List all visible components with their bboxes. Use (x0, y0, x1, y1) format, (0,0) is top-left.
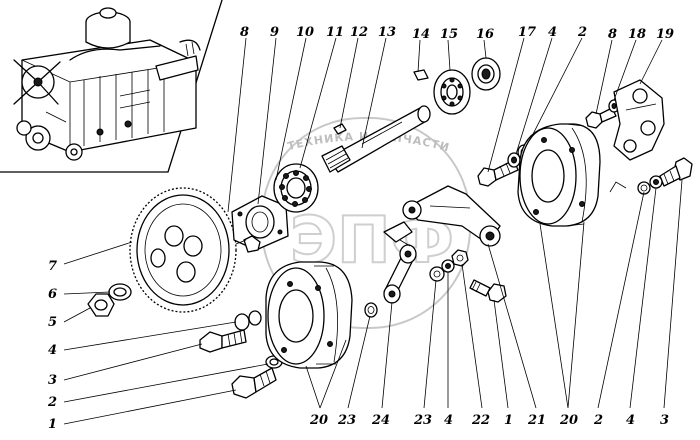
callout-top-8b: 8 (608, 27, 617, 42)
bolt-part-3-right (659, 157, 693, 187)
callout-top-10: 10 (296, 25, 314, 40)
washer-part-2-right (637, 181, 651, 195)
callout-top-11: 11 (326, 25, 344, 40)
key-part-12 (333, 123, 347, 135)
callout-top-2: 2 (577, 25, 587, 40)
bearing-part-15 (433, 69, 471, 115)
callout-top-8: 8 (240, 25, 249, 40)
flange-part-9 (231, 195, 289, 251)
washer-part-23-left (364, 302, 378, 318)
housing-part-20-upper (517, 123, 601, 227)
callout-bottom-20b: 20 (559, 413, 578, 428)
bearing-part-11 (273, 163, 319, 213)
bolt-part-3-left (199, 329, 247, 353)
washer-part-23-center (429, 266, 445, 282)
callout-bottom-4b: 4 (626, 413, 635, 428)
bolt-part-1-left (231, 367, 277, 399)
callout-bottom-23b: 23 (413, 413, 432, 428)
callout-bottom-3: 3 (660, 413, 669, 428)
nut-part-22 (451, 249, 469, 267)
callout-bottom-20: 20 (309, 413, 328, 428)
callout-left-4: 4 (48, 343, 57, 358)
washer-part-4-left (234, 310, 262, 331)
callout-top-13: 13 (378, 25, 396, 40)
callout-top-14: 14 (412, 27, 430, 42)
callout-bottom-24: 24 (371, 413, 390, 428)
leader-lines (63, 37, 683, 425)
engine-inset (0, 0, 223, 173)
link-part-24 (383, 221, 417, 304)
callout-bottom-2: 2 (593, 413, 603, 428)
gear-part-7 (129, 187, 237, 313)
bracket-part-19 (613, 79, 665, 161)
nut-part-5 (87, 293, 115, 317)
bolt-part-1-center (469, 279, 507, 303)
lock-washer-part-6 (108, 283, 132, 301)
washer-part-4-right (649, 175, 663, 189)
callout-bottom-4: 4 (444, 413, 453, 428)
callout-top-4: 4 (548, 25, 557, 40)
key-part-14 (413, 69, 429, 81)
callout-top-17: 17 (518, 25, 536, 40)
brace-mark (609, 181, 627, 193)
callout-top-16: 16 (476, 27, 494, 42)
callout-left-1: 1 (48, 417, 57, 432)
callout-top-9: 9 (270, 25, 279, 40)
callout-top-12: 12 (350, 25, 368, 40)
callout-bottom-21: 21 (527, 413, 546, 428)
callout-left-7: 7 (48, 259, 57, 274)
callout-bottom-23: 23 (337, 413, 356, 428)
shaft-part-13 (321, 105, 431, 173)
washer-part-4-center (441, 259, 455, 273)
callout-bottom-22: 22 (471, 413, 490, 428)
callout-top-18: 18 (628, 27, 646, 42)
housing-part-20-lower (265, 261, 353, 369)
lever-part-21 (402, 185, 501, 247)
callout-left-3: 3 (48, 373, 57, 388)
callout-labels: 8 9 10 11 12 13 14 15 16 17 4 2 8 18 19 … (47, 25, 674, 432)
callout-left-6: 6 (48, 287, 57, 302)
callout-top-15: 15 (440, 27, 458, 42)
bolt-part-8-left (235, 235, 261, 253)
callout-bottom-1: 1 (504, 413, 513, 428)
callout-left-2: 2 (47, 395, 57, 410)
callout-top-19: 19 (656, 27, 674, 42)
bearing-part-16 (471, 57, 501, 91)
callout-left-5: 5 (48, 315, 57, 330)
